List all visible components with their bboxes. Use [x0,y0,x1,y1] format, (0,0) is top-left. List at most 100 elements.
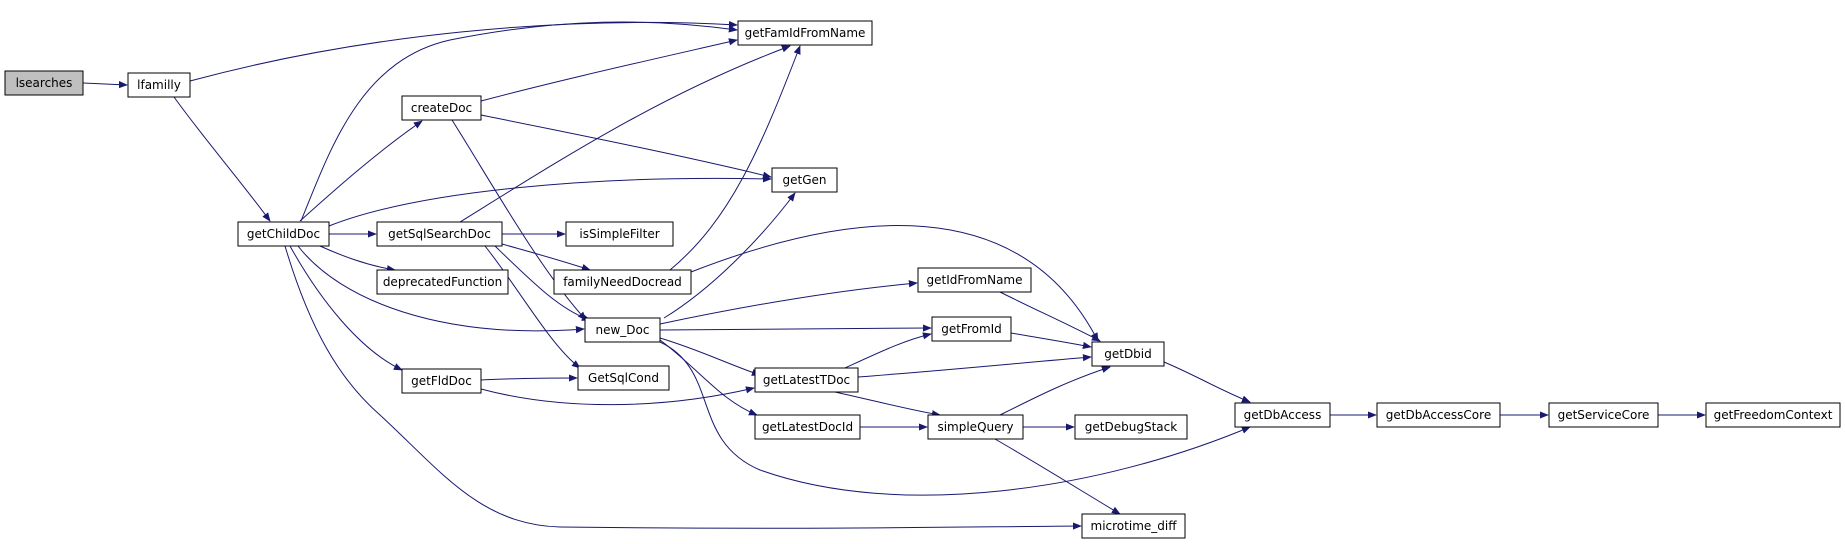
node-box [754,367,859,393]
node-label: familyNeedDocread [563,275,682,289]
node-label: getIdFromName [927,273,1023,287]
node-getGen[interactable]: getGen [771,167,838,193]
node-label: GetSqlCond [588,371,659,385]
edge-createDoc-to-getGen [480,114,772,179]
node-label: lsearches [16,76,73,90]
node-box [931,316,1012,342]
node-box [127,72,191,98]
node-label: lfamilly [137,78,181,92]
node-getDebugStack[interactable]: getDebugStack [1074,414,1188,440]
node-label: getChildDoc [247,227,320,241]
node-label: getDbAccessCore [1386,408,1491,422]
node-getDbAccess[interactable]: getDbAccess [1234,402,1331,428]
edge-getChildDoc-to-microtime_diff [284,245,1082,530]
node-simpleQuery[interactable]: simpleQuery [927,414,1024,440]
edge-getLatestTDoc-to-getFromId [844,332,932,369]
node-getLatestDocId[interactable]: getLatestDocId [754,414,861,440]
node-box [1376,402,1501,428]
node-label: getLatestTDoc [763,373,850,387]
node-lfamilly[interactable]: lfamilly [127,72,191,98]
edge-lsearches-to-lfamilly [82,81,128,89]
node-box [577,365,670,391]
edge-new_Doc-to-getLatestTDoc [659,337,761,376]
node-createDoc[interactable]: createDoc [401,95,482,121]
node-getFamIdFromName[interactable]: getFamIdFromName [737,20,873,46]
node-familyNeedDocread[interactable]: familyNeedDocread [553,269,692,295]
edge-getChildDoc-to-new_Doc [297,245,585,334]
edge-getSqlSearchDoc-to-familyNeedDocread [501,243,591,271]
node-label: getServiceCore [1558,408,1650,422]
edge-new_Doc-to-getIdFromName [659,280,918,325]
node-label: isSimpleFilter [579,227,659,241]
node-getFreedomContext[interactable]: getFreedomContext [1705,402,1841,428]
node-label: getDbid [1104,347,1152,361]
node-box [754,414,861,440]
node-box [401,95,482,121]
function-nodes: lsearches lfamilly getFamIdFromName createD… [4,20,1841,539]
node-box [553,269,692,295]
node-label: getSqlSearchDoc [388,227,491,241]
node-getFldDoc[interactable]: getFldDoc [401,368,482,394]
edge-getSqlSearchDoc-to-GetSqlCond [484,245,581,369]
edge-new_Doc-to-getGen [663,192,796,319]
edge-getChildDoc-to-createDoc [299,120,423,222]
edge-familyNeedDocread-to-getFamIdFromName [669,45,801,271]
node-new_Doc[interactable]: new_Doc [584,317,661,343]
node-label: deprecatedFunction [383,275,502,289]
edge-createDoc-to-getFamIdFromName [480,38,738,102]
node-box [917,267,1032,293]
edge-getFromId-to-getDbid [1010,332,1092,350]
edge-getDbid-to-getDbAccess [1163,361,1251,403]
node-label: createDoc [411,101,472,115]
node-label: getFromId [941,322,1002,336]
node-label: simpleQuery [937,420,1013,434]
edge-getSqlSearchDoc-to-getFamIdFromName [459,45,791,223]
node-box [1074,414,1188,440]
node-box [771,167,838,193]
edge-lfamilly-to-getChildDoc [173,96,271,222]
node-label: getDebugStack [1085,420,1177,434]
node-getSqlSearchDoc[interactable]: getSqlSearchDoc [376,221,503,247]
edge-getFldDoc-to-GetSqlCond [480,374,578,382]
node-box [376,221,503,247]
node-getDbid[interactable]: getDbid [1091,341,1165,367]
node-label: microtime_diff [1091,519,1178,533]
edge-simpleQuery-to-getDbid [999,366,1111,416]
node-box [401,368,482,394]
node-label: getGen [783,173,827,187]
node-getDbAccessCore[interactable]: getDbAccessCore [1376,402,1501,428]
node-microtime_diff[interactable]: microtime_diff [1081,513,1186,539]
node-getChildDoc[interactable]: getChildDoc [237,221,330,247]
node-box [1705,402,1841,428]
node-getIdFromName[interactable]: getIdFromName [917,267,1032,293]
node-box [584,317,661,343]
node-lsearches[interactable]: lsearches [4,70,84,96]
node-label: getFamIdFromName [745,26,866,40]
edge-createDoc-to-new_Doc [451,119,587,321]
node-box [4,70,84,96]
node-box [737,20,873,46]
node-deprecatedFunction[interactable]: deprecatedFunction [376,269,509,295]
edge-getLatestTDoc-to-getDbid [857,354,1092,378]
node-label: getLatestDocId [762,420,853,434]
node-getServiceCore[interactable]: getServiceCore [1548,402,1659,428]
edge-getChildDoc-to-getGen [328,175,772,227]
node-GetSqlCond[interactable]: GetSqlCond [577,365,670,391]
edge-new_Doc-to-getDbAccess [659,341,1251,496]
node-label: getDbAccess [1244,408,1322,422]
node-box [1081,513,1186,539]
edge-familyNeedDocread-to-getDbid [690,225,1099,342]
node-getFromId[interactable]: getFromId [931,316,1012,342]
node-getLatestTDoc[interactable]: getLatestTDoc [754,367,859,393]
node-isSimpleFilter[interactable]: isSimpleFilter [565,221,674,247]
node-box [927,414,1024,440]
edge-lfamilly-to-getFamIdFromName [189,20,738,82]
node-box [376,269,509,295]
call-edges [82,20,1706,530]
edge-getIdFromName-to-getDbid [999,291,1101,342]
edge-getChildDoc-to-getFamIdFromName [300,21,738,222]
node-box [1091,341,1165,367]
node-box [1234,402,1331,428]
node-label: new_Doc [596,323,650,337]
